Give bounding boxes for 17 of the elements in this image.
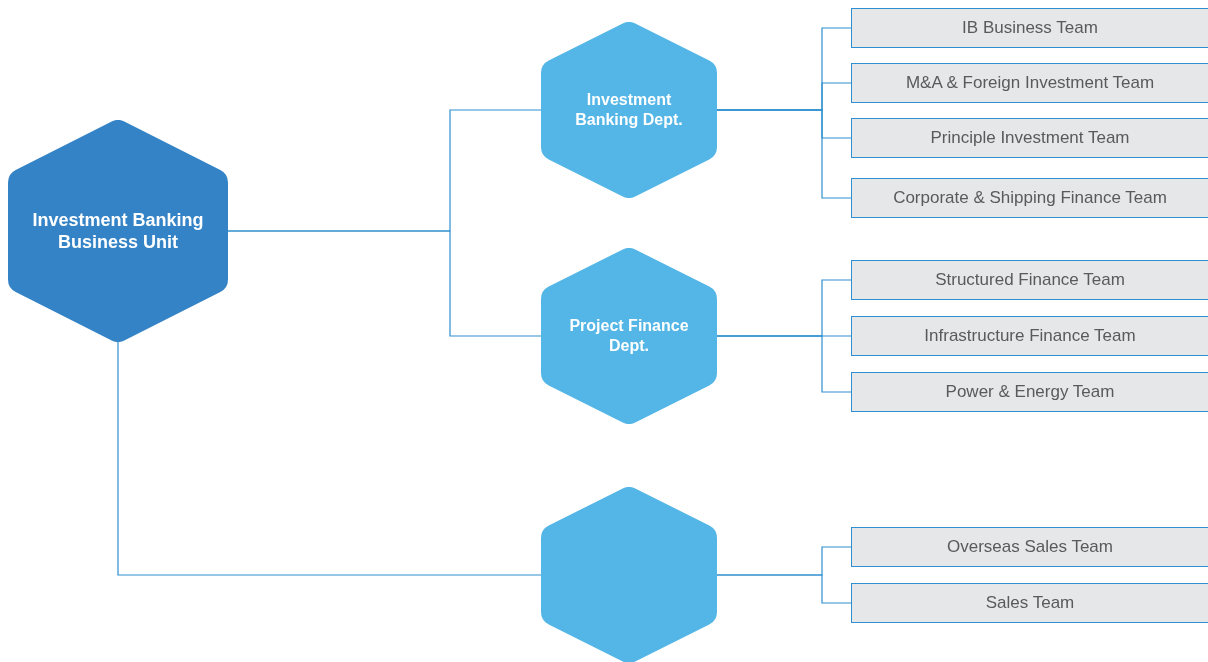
team-box: Principle Investment Team	[851, 118, 1208, 158]
unit-name: Investment Banking Business Unit	[31, 208, 205, 254]
team-box: Structured Finance Team	[851, 260, 1208, 300]
connector-line	[716, 109, 852, 199]
team-box: Overseas Sales Team	[851, 527, 1208, 567]
connector-line	[716, 574, 852, 604]
team-box: Sales Team	[851, 583, 1208, 623]
team-box: Infrastructure Finance Team	[851, 316, 1208, 356]
connector-line	[117, 341, 542, 576]
connector-line	[716, 335, 852, 393]
connector-line	[227, 230, 542, 337]
unit-name: Investment Banking Dept.	[574, 90, 684, 130]
team-box: Corporate & Shipping Finance Team	[851, 178, 1208, 218]
team-box: Power & Energy Team	[851, 372, 1208, 412]
team-box: IB Business Team	[851, 8, 1208, 48]
unit-name: Project Finance Dept.	[568, 316, 690, 356]
team-box: M&A & Foreign Investment Team	[851, 63, 1208, 103]
